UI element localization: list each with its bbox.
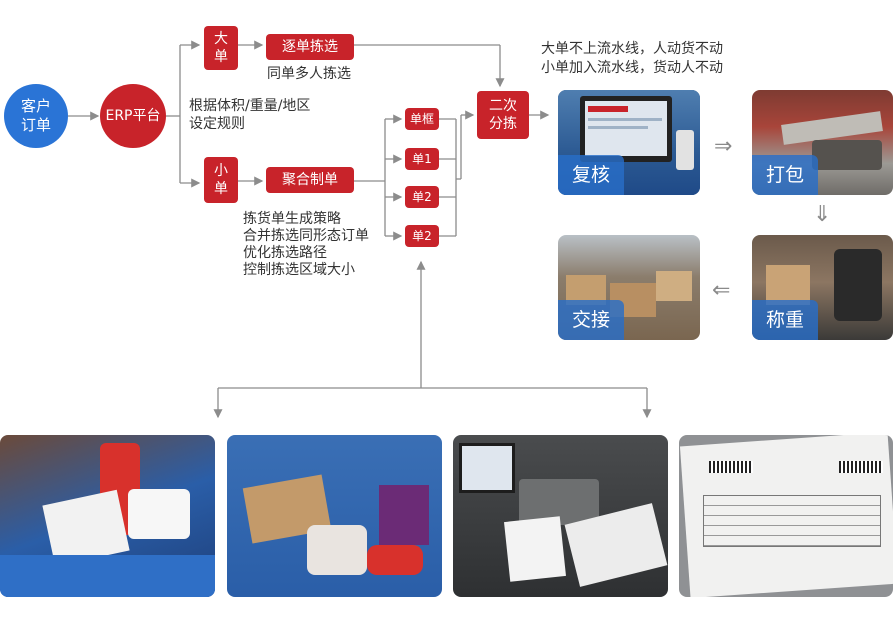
weigh-photo: 称重 <box>752 235 893 340</box>
down-arrow-icon: ⇓ <box>813 202 831 227</box>
handover-photo: 交接 <box>558 235 700 340</box>
pack-photo: 打包 <box>752 90 893 195</box>
order-sheet-photo <box>679 435 893 597</box>
line-note: 大单不上流水线，人动货不动 小单加入流水线，货动人不动 <box>541 40 723 78</box>
pick-each-box: 逐单拣选 <box>266 34 354 60</box>
pack-label: 打包 <box>752 155 818 195</box>
erp-platform-node: ERP平台 <box>100 84 166 148</box>
aggregate-notes: 拣货单生成策略 合并拣选同形态订单 优化拣选路径 控制拣选区域大小 <box>243 211 369 279</box>
pick-each-note: 同单多人拣选 <box>267 66 351 83</box>
right-arrow-icon: ⇒ <box>714 134 732 159</box>
secondary-sort-box: 二次 分拣 <box>477 91 529 139</box>
handover-label: 交接 <box>558 300 624 340</box>
review-photo: 复核 <box>558 90 700 195</box>
bin-2a-box: 单2 <box>405 186 439 208</box>
bin-2b-box: 单2 <box>405 225 439 247</box>
customer-order-node: 客户 订单 <box>4 84 68 148</box>
review-label: 复核 <box>558 155 624 195</box>
small-order-box: 小 单 <box>204 157 238 203</box>
printer-photo <box>453 435 668 597</box>
basket-photo-1 <box>0 435 215 597</box>
left-arrow-icon: ⇐ <box>712 278 730 303</box>
aggregate-box: 聚合制单 <box>266 167 354 193</box>
bin-1-box: 单1 <box>405 148 439 170</box>
bin-frame-box: 单框 <box>405 108 439 130</box>
rules-note: 根据体积/重量/地区 设定规则 <box>189 97 310 133</box>
weigh-label: 称重 <box>752 300 818 340</box>
big-order-box: 大 单 <box>204 26 238 70</box>
basket-photo-2 <box>227 435 442 597</box>
